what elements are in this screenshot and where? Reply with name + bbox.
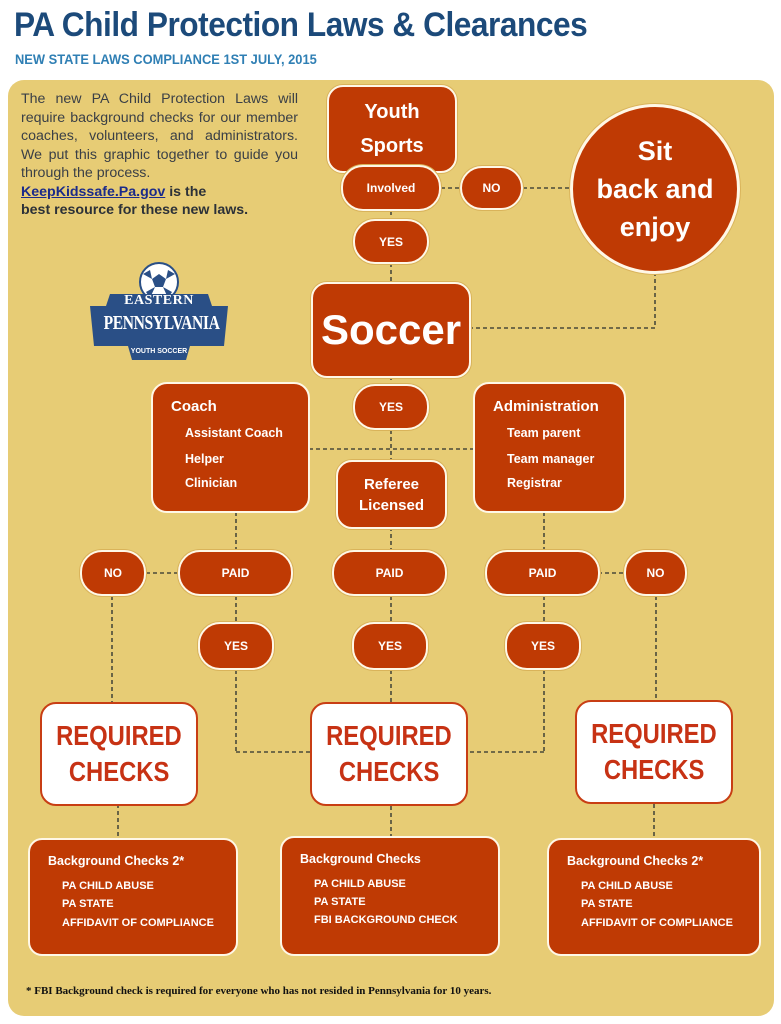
soccer-ball-icon [90,262,228,360]
referee-licensed-node: Referee Licensed [336,460,447,529]
background-checks-right: Background Checks 2* PA CHILD ABUSE PA S… [547,838,761,956]
required-line1: REQUIRED [326,720,452,751]
required-checks-center: REQUIRED CHECKS [310,702,468,806]
intro-link-suffix: is the [165,183,207,200]
referee-line1: Referee [363,475,420,493]
required-line2: CHECKS [68,756,170,787]
sit-back-line3: enjoy [619,212,691,242]
background-item: AFFIDAVIT OF COMPLIANCE [581,917,733,929]
involved-node: Involved [341,165,441,211]
background-item: PA STATE [314,896,366,908]
no-right-node: NO [624,550,687,596]
background-item: PA STATE [581,898,633,910]
administration-box: Administration Team parent Team manager … [473,382,626,513]
coach-item: Assistant Coach [185,426,283,440]
sit-back-line1: Sit [637,136,673,166]
background-title: Background Checks 2* [567,854,704,868]
soccer-node: Soccer [311,282,471,378]
fbi-footnote: * FBI Background check is required for e… [26,985,492,997]
coach-item: Clinician [185,476,238,490]
required-line1: REQUIRED [56,720,182,751]
yes-coach-node: YES [198,622,274,670]
background-item: PA CHILD ABUSE [62,880,154,892]
background-item: PA CHILD ABUSE [581,880,673,892]
required-line2: CHECKS [338,756,440,787]
page-subtitle: NEW STATE LAWS COMPLIANCE 1ST JULY, 2015 [15,51,317,67]
required-checks-right: REQUIRED CHECKS [575,700,733,804]
epys-logo: EASTERN PENNSYLVANIA YOUTH SOCCER [88,262,230,366]
yes-referee-node: YES [352,622,428,670]
yes-admin-node: YES [505,622,581,670]
logo-line-eastern: EASTERN [124,293,194,308]
youth-sports-line2: Sports [360,135,424,157]
sit-back-enjoy-node: Sit back and enjoy [570,104,740,274]
paid-admin-node: PAID [485,550,600,596]
background-checks-center: Background Checks PA CHILD ABUSE PA STAT… [280,836,500,956]
background-item: FBI BACKGROUND CHECK [314,914,458,926]
administration-title: Administration [493,398,599,415]
no-left-node: NO [80,550,146,596]
no-top-node: NO [460,166,523,210]
referee-line2: Licensed [358,496,425,514]
required-checks-left: REQUIRED CHECKS [40,702,198,806]
administration-item: Team manager [507,452,595,466]
intro-resource-line: best resource for these new laws. [21,202,249,218]
youth-sports-node: Youth Sports [327,85,457,173]
coach-title: Coach [171,398,217,415]
background-item: PA STATE [62,898,114,910]
yes-top-node: YES [353,219,429,264]
required-line1: REQUIRED [591,718,717,749]
coach-item: Helper [185,452,224,466]
background-checks-left: Background Checks 2* PA CHILD ABUSE PA S… [28,838,238,956]
logo-line-pennsylvania: PENNSYLVANIA [103,312,220,334]
intro-text: The new PA Child Protection Laws will re… [21,90,298,220]
required-line2: CHECKS [603,754,705,785]
paid-referee-node: PAID [332,550,447,596]
yes-mid-node: YES [353,384,429,430]
coach-box: Coach Assistant Coach Helper Clinician [151,382,310,513]
keepkidssafe-link[interactable]: KeepKidssafe.Pa.gov [21,183,166,200]
intro-paragraph: The new PA Child Protection Laws will re… [21,91,298,181]
logo-line-youth-soccer: YOUTH SOCCER [130,348,188,355]
youth-sports-line1: Youth [364,101,420,123]
background-title: Background Checks [300,852,421,866]
background-item: AFFIDAVIT OF COMPLIANCE [62,917,214,929]
sit-back-line2: back and [596,174,714,204]
paid-coach-node: PAID [178,550,293,596]
administration-item: Team parent [507,426,581,440]
administration-item: Registrar [507,476,562,490]
background-title: Background Checks 2* [48,854,185,868]
background-item: PA CHILD ABUSE [314,878,406,890]
page-title: PA Child Protection Laws & Clearances [14,6,588,44]
